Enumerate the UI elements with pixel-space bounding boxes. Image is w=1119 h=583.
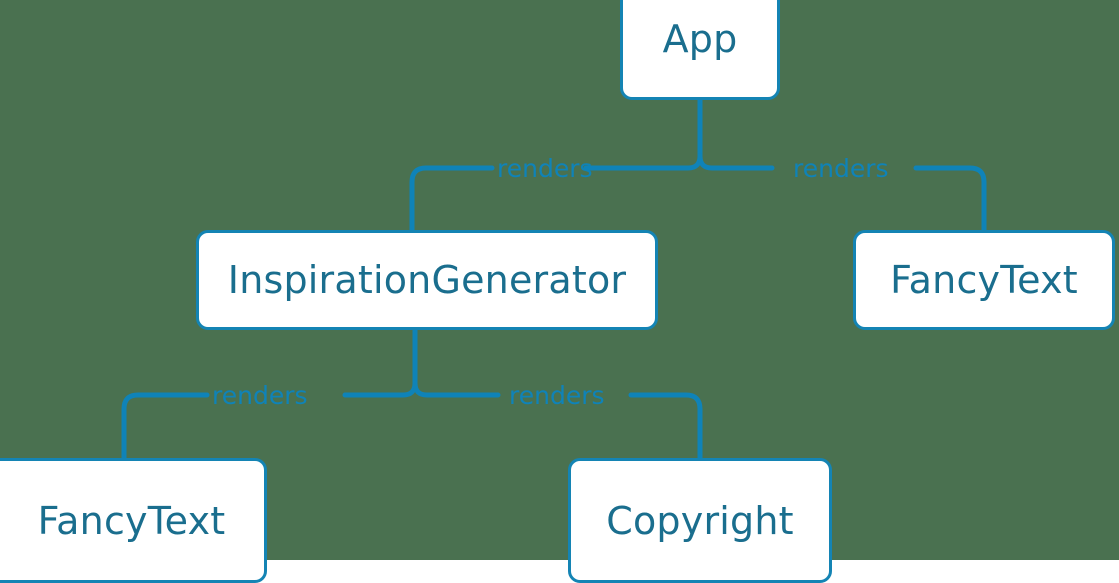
node-fancytext-right-label: FancyText [890, 258, 1078, 302]
node-fancytext-left[interactable]: FancyText [0, 458, 267, 583]
node-app[interactable]: App [620, 0, 780, 100]
edge-inspirationgenerator-to-fancytext-left [121, 392, 210, 461]
node-inspirationgenerator[interactable]: InspirationGenerator [196, 230, 658, 330]
edge-label-inspirationgenerator-to-fancytext-left: renders [212, 381, 308, 410]
edge-inspirationgenerator-fork-left [342, 380, 418, 398]
edge-app-to-fancytext-right [913, 165, 987, 233]
edge-label-inspirationgenerator-to-copyright: renders [509, 381, 605, 410]
node-fancytext-right[interactable]: FancyText [853, 230, 1115, 330]
edge-app-fork-left [583, 153, 703, 171]
node-copyright-label: Copyright [606, 498, 794, 543]
edge-inspirationgenerator-to-copyright [628, 392, 703, 461]
node-fancytext-left-label: FancyText [37, 498, 226, 543]
edge-app-fork-right [697, 153, 775, 171]
edge-layer [121, 97, 987, 461]
edge-label-app-to-fancytext-right: renders [793, 154, 889, 183]
node-app-label: App [662, 17, 738, 61]
edge-app-to-inspirationgenerator [409, 165, 495, 233]
edge-inspirationgenerator-fork-right [412, 380, 501, 398]
node-inspirationgenerator-label: InspirationGenerator [227, 258, 627, 302]
node-copyright[interactable]: Copyright [568, 458, 832, 583]
edge-label-app-to-inspirationgenerator: renders [497, 154, 593, 183]
